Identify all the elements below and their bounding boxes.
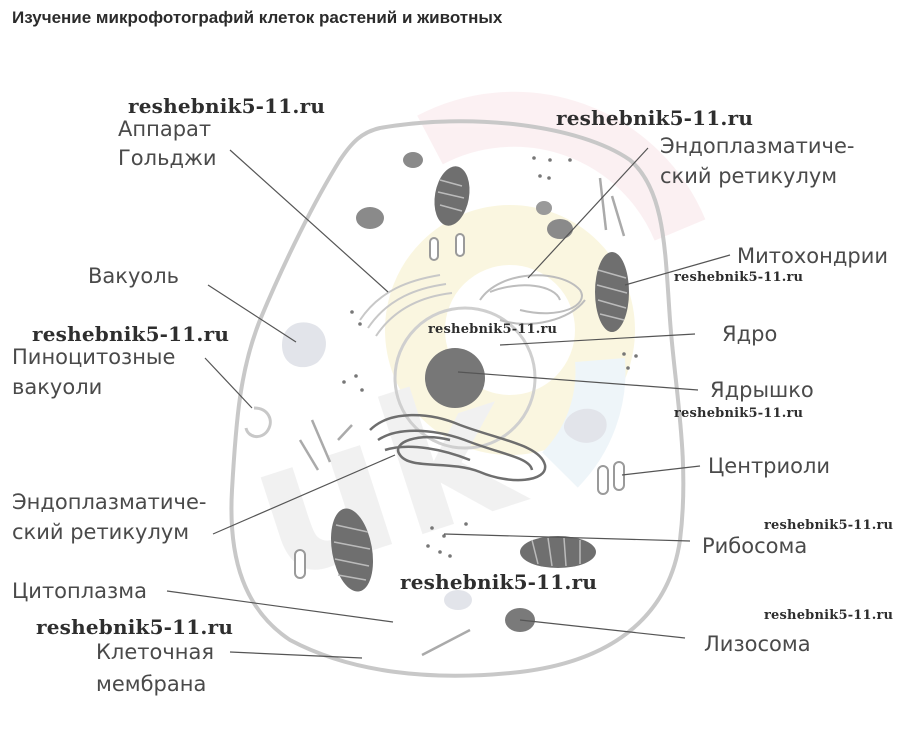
mitochondrion-4 [520,536,596,568]
label-er-top-line1: Эндоплазматиче- [660,134,855,158]
label-centrioles: Центриоли [708,454,831,478]
cytoskeleton-rods [298,177,626,657]
lysosome-1 [403,152,423,168]
label-nucleolus: Ядрышко [710,378,814,402]
label-membrane-line1: Клеточная [96,640,214,664]
label-er-top-line2: ский ретикулум [660,164,838,188]
vacuole [282,322,326,368]
label-er-left-line1: Эндоплазматиче- [12,490,207,514]
cell-membrane [229,119,686,678]
watermark: reshebnik5-11.ru [428,322,558,337]
watermark: reshebnik5-11.ru [764,608,894,623]
lysosome-3 [536,201,552,215]
label-lysosome: Лизосома [704,632,811,656]
watermark: reshebnik5-11.ru [400,570,598,594]
label-vacuole: Вакуоль [88,264,180,288]
mitochondrion-3 [330,508,374,592]
label-membrane-line2: мембрана [96,672,207,696]
watermark: reshebnik5-11.ru [128,94,326,118]
label-cytoplasm: Цитоплазма [12,579,147,603]
leader-lines [166,147,731,659]
centrioles-small [294,233,465,579]
watermark: reshebnik5-11.ru [556,106,754,130]
label-er-left-line2: ский ретикулум [12,520,190,544]
golgi-apparatus [359,274,453,337]
watermark: reshebnik5-11.ru [32,322,230,346]
watermark: reshebnik5-11.ru [764,518,894,533]
lysosome-4 [547,219,573,239]
lysosome-2 [356,207,384,229]
page-title: Изучение микрофотографий клеток растений… [12,8,503,27]
mitochondrion-1 [434,166,470,226]
rough-er [369,413,547,482]
watermark: reshebnik5-11.ru [674,270,804,285]
vacuole-small [444,590,472,610]
vacuole-right [563,408,607,443]
watermark: reshebnik5-11.ru [674,406,804,421]
nucleolus [425,348,485,408]
label-pinocytic-line2: вакуоли [12,375,103,399]
smooth-er-top [479,274,586,325]
label-golgi-line1: Аппарат [118,117,212,141]
centrioles [597,461,625,495]
watermark: reshebnik5-11.ru [36,615,234,639]
label-mitochondria: Митохондрии [737,244,888,268]
label-ribosome: Рибосома [702,534,808,558]
label-pinocytic-line1: Пиноцитозные [12,345,176,369]
mitochondrion-2 [595,252,629,332]
label-nucleus: Ядро [722,322,778,346]
ribosomes [342,156,638,558]
label-golgi-line2: Гольджи [118,146,217,170]
pinocytic-vacuole [244,406,272,438]
